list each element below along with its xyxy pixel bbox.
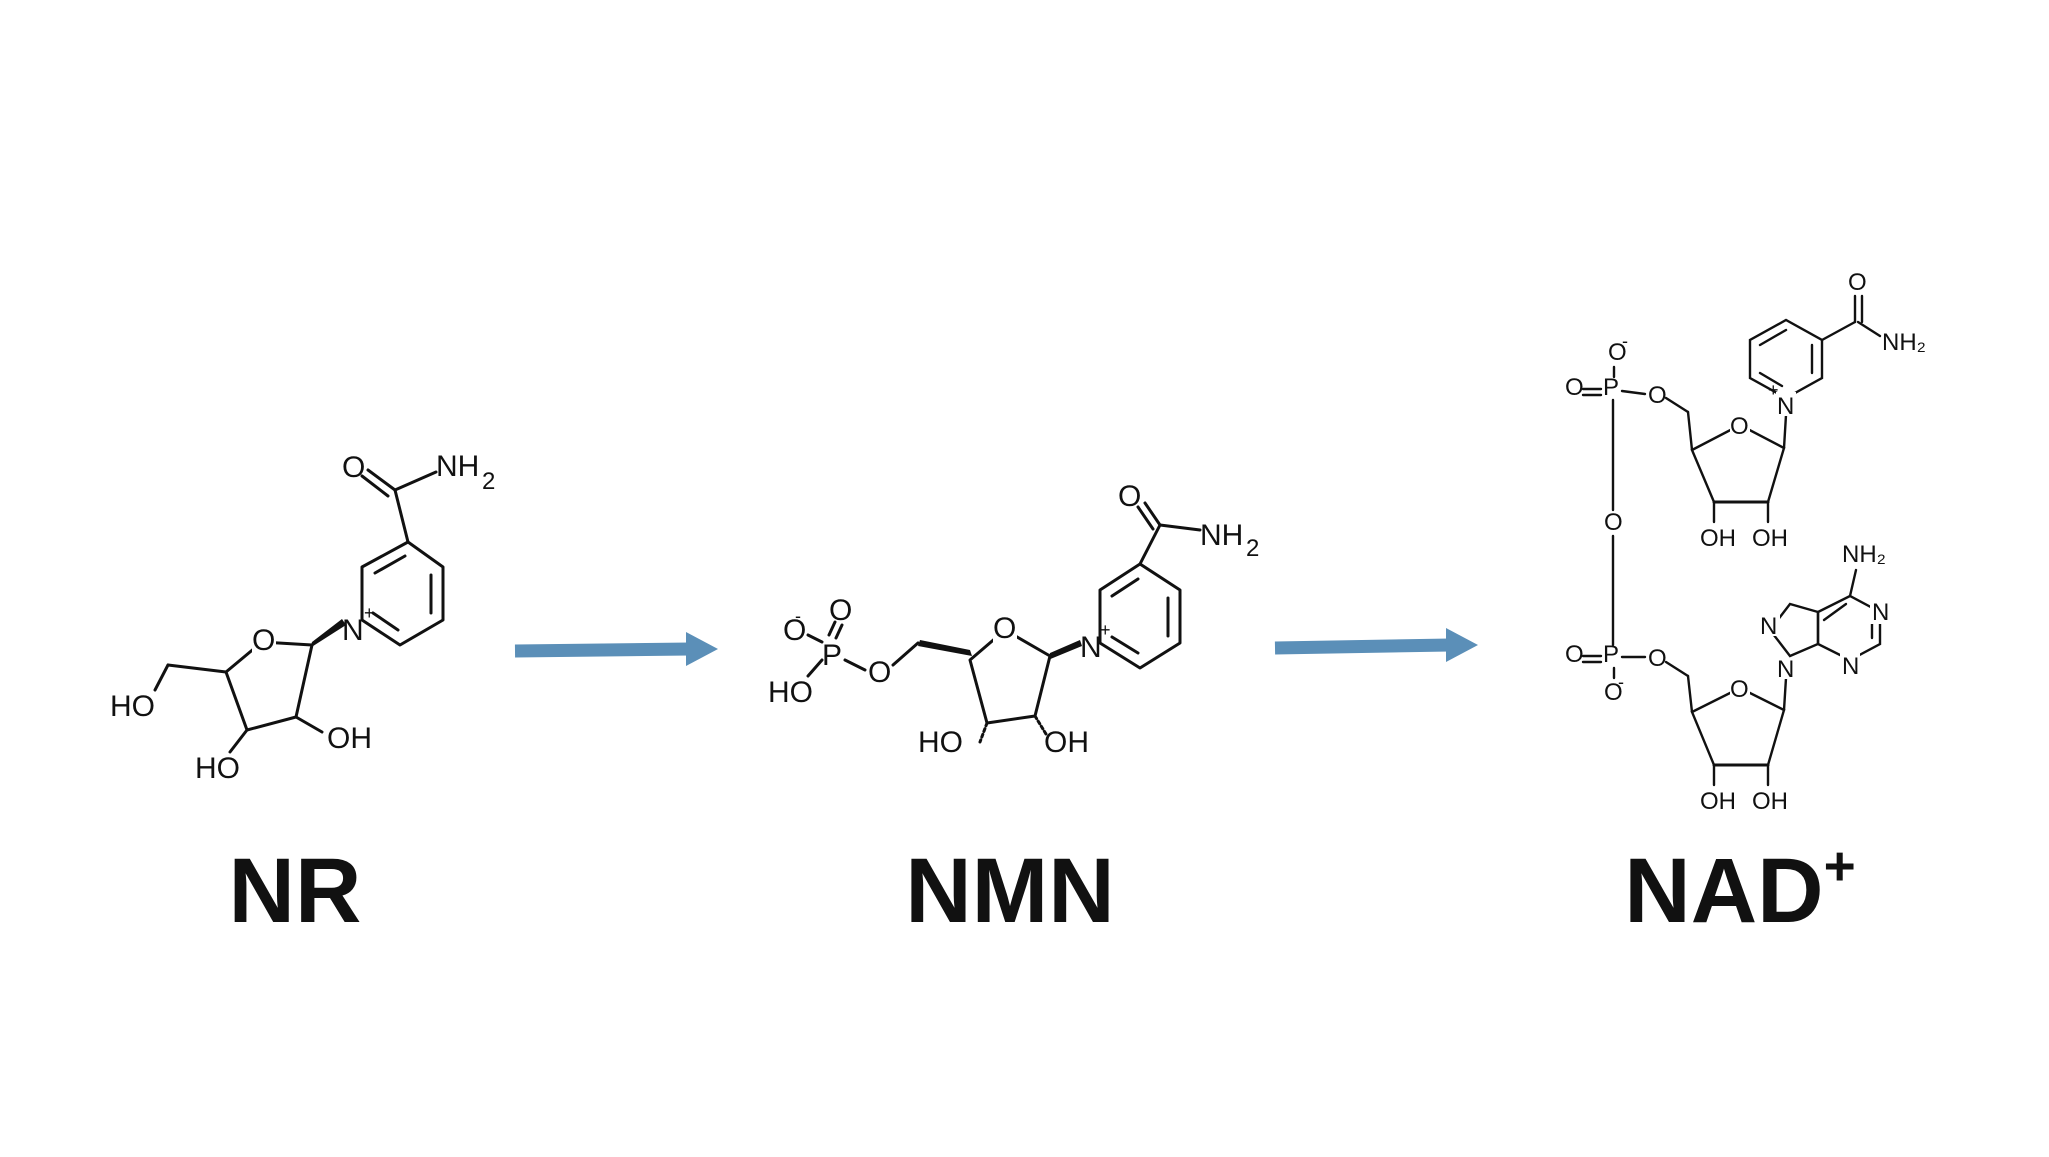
- nmn-ring-oxygen: O: [993, 612, 1016, 645]
- nmn-glycosidic-wedge: [1048, 640, 1082, 660]
- nmn-amide-nitrogen: NH: [1200, 519, 1243, 552]
- arrow-2-head: [1446, 628, 1478, 662]
- nad-adenine-n3: N: [1842, 653, 1859, 680]
- nad-top-2-hydroxyl: OH: [1752, 525, 1788, 552]
- nr-amide-nitrogen: NH: [436, 450, 479, 483]
- nad-bridge-oxygen: O: [1604, 509, 1623, 536]
- nmn-phosphate-oxo: O: [829, 594, 852, 627]
- nad-top-charge: -: [1622, 331, 1628, 351]
- nad-bottom-3-hydroxyl: OH: [1700, 788, 1736, 815]
- nmn-ester-oxygen: O: [868, 656, 891, 689]
- nmn-amide-subscript: 2: [1246, 535, 1259, 562]
- nad-nicotinamide-ring: [1748, 318, 1824, 400]
- arrow-1-shaft: [514, 642, 691, 658]
- nmn-ch2-o-bond: [891, 641, 920, 667]
- label-nr-text: NR: [228, 840, 362, 942]
- nmn-phosphate-charge: -: [795, 606, 801, 626]
- nad-bottom-phosphorus: P: [1603, 641, 1619, 668]
- nad-top-ester-o: O: [1648, 382, 1667, 409]
- nmn-nitrogen-charge: +: [1100, 620, 1111, 640]
- nad-structure: O P O - O O O OH OH N + O: [1565, 269, 1926, 815]
- nmn-2-hydroxyl: OH: [1044, 726, 1089, 759]
- label-nad-text: NAD: [1624, 840, 1824, 942]
- nr-5-hydroxyl: HO: [110, 690, 155, 723]
- nmn-phosphate-hydroxyl: HO: [768, 676, 813, 709]
- nr-3-hydroxyl: HO: [195, 752, 240, 785]
- nr-structure: O NH 2 N + O HO HO OH: [110, 450, 495, 785]
- nad-adenine-n1: N: [1872, 599, 1889, 626]
- nmn-phosphorus: P: [822, 639, 842, 672]
- label-nr: NR: [190, 845, 400, 937]
- nad-adenine-n7: N: [1760, 613, 1777, 640]
- nad-nicotinamide-nitrogen: N: [1777, 393, 1794, 420]
- nad-bottom-charge: -: [1618, 672, 1624, 692]
- nr-ring-oxygen: O: [252, 624, 275, 657]
- nr-ring-nitrogen: N: [342, 614, 364, 647]
- nmn-carbonyl-oxygen: O: [1118, 480, 1141, 513]
- nr-ch2-bond: [166, 663, 228, 674]
- nr-carbonyl-oxygen: O: [342, 451, 365, 484]
- nad-nitrogen-charge: +: [1768, 380, 1779, 400]
- nad-bottom-o-minus: O: [1604, 679, 1623, 706]
- nad-amide-group: NH₂: [1882, 329, 1926, 356]
- nmn-ring-nitrogen: N: [1080, 631, 1102, 664]
- arrow-nr-to-nmn: [514, 632, 718, 666]
- nr-2-hydroxyl: OH: [327, 722, 372, 755]
- arrow-nmn-to-nad: [1274, 628, 1478, 662]
- nmn-3-hydroxyl: HO: [918, 726, 963, 759]
- nad-top-o-minus: O: [1608, 339, 1627, 366]
- nad-bottom-ester-o: O: [1648, 645, 1667, 672]
- label-nmn-text: NMN: [905, 840, 1115, 942]
- arrow-2-shaft: [1274, 638, 1451, 655]
- nad-adenine-n9: N: [1777, 656, 1794, 683]
- nmn-carboxamide-bond: [1138, 523, 1162, 566]
- nad-top-3-hydroxyl: OH: [1700, 525, 1736, 552]
- nr-carboxamide-bond: [393, 488, 410, 544]
- label-nad-charge: +: [1823, 835, 1856, 897]
- label-nad: NAD+: [1610, 839, 1870, 938]
- nr-nitrogen-charge: +: [364, 603, 375, 623]
- nmn-phosphate-o-minus: O: [783, 614, 806, 647]
- nad-bottom-ribose-oxygen: O: [1730, 676, 1749, 703]
- nad-carbonyl-oxygen: O: [1848, 269, 1867, 296]
- nad-adenine-amine: NH₂: [1842, 541, 1886, 568]
- nad-top-phosphorus: P: [1603, 374, 1619, 401]
- nmn-structure: O NH 2 N + O O P O O - HO HO OH: [768, 480, 1259, 759]
- nad-bottom-2-hydroxyl: OH: [1752, 788, 1788, 815]
- nr-amide-subscript: 2: [482, 468, 495, 495]
- nad-bottom-o-double: O: [1565, 641, 1584, 668]
- label-nmn: NMN: [860, 845, 1160, 937]
- nr-glycosidic-wedge: [310, 619, 346, 648]
- nmn-ch2-wedge: [918, 640, 972, 656]
- arrow-1-head: [686, 632, 718, 666]
- nad-top-ribose-oxygen: O: [1730, 413, 1749, 440]
- nad-top-o-double: O: [1565, 374, 1584, 401]
